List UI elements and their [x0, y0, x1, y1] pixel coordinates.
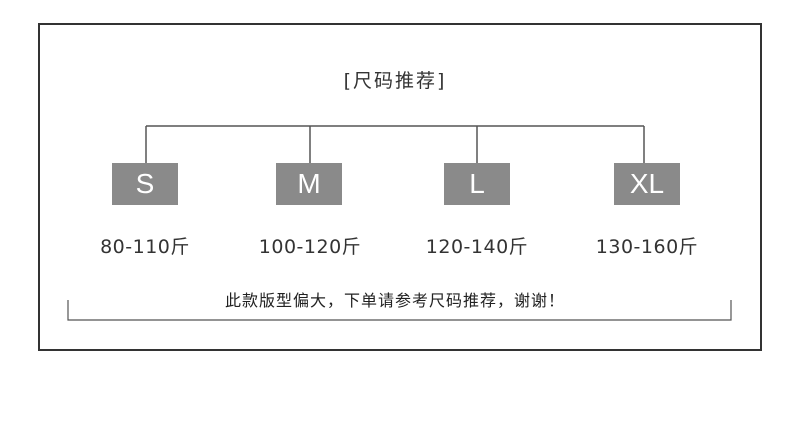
chart-title: [尺码推荐] [343, 70, 447, 92]
size-box-xl: XL [614, 163, 680, 205]
note-bracket-line [67, 300, 732, 321]
size-box-l: L [444, 163, 510, 205]
fit-note: 此款版型偏大，下单请参考尺码推荐，谢谢！ [224, 291, 565, 310]
size-box-m: M [276, 163, 342, 205]
weight-range-l: 120-140斤 [425, 236, 529, 258]
weight-range-s: 80-110斤 [100, 236, 190, 258]
size-chart-frame [38, 23, 762, 351]
weight-range-xl: 130-160斤 [595, 236, 699, 258]
weight-range-m: 100-120斤 [258, 236, 362, 258]
size-box-s: S [112, 163, 178, 205]
